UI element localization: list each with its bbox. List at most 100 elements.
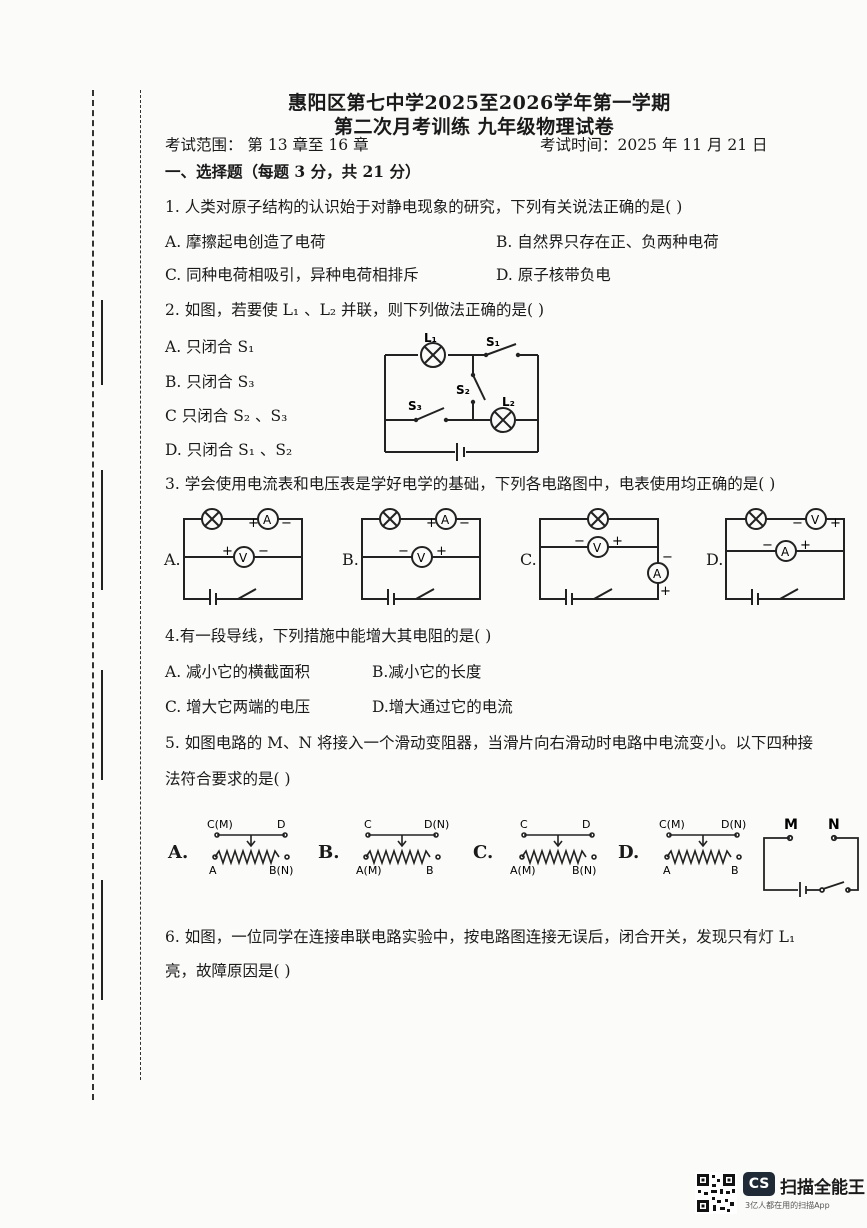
q4-option-d: D.增大通过它的电流: [372, 698, 513, 716]
ammeter-icon: A: [263, 513, 272, 527]
terminal-label: A: [209, 864, 217, 877]
q2-label-l2: L₂: [502, 395, 515, 409]
q5-label-a: A.: [168, 842, 189, 863]
terminal-label: B: [731, 864, 739, 877]
q6-stem-line2: 亮，故障原因是( ): [165, 962, 291, 980]
terminal-label: C(M): [207, 818, 233, 831]
minus-sign: −: [762, 538, 773, 553]
qr-code-icon: [695, 1172, 737, 1214]
page-title: 惠阳区第七中学2025至2026学年第一学期: [288, 92, 671, 114]
q2-label-s3: S₃: [408, 399, 422, 413]
q5-label-c: C.: [473, 842, 494, 863]
binding-margin-right: [140, 90, 141, 1080]
binding-mark: [101, 470, 103, 590]
q2-stem: 2. 如图，若要使 L₁ 、L₂ 并联，则下列做法正确的是( ): [165, 301, 545, 319]
minus-sign: −: [792, 516, 803, 531]
binding-margin-left: [92, 90, 94, 1100]
binding-mark: [101, 670, 103, 780]
q2-option-b: B. 只闭合 S₃: [165, 373, 255, 391]
q5-stem-line1: 5. 如图电路的 M、N 将接入一个滑动变阻器，当滑片向右滑动时电路中电流变小。…: [165, 734, 814, 752]
q2-option-c: C 只闭合 S₂ 、S₃: [165, 407, 288, 425]
q1-option-d: D. 原子核带负电: [496, 266, 611, 284]
voltmeter-icon: V: [593, 541, 602, 555]
q3-circuit-b: A V + − − +: [361, 508, 481, 605]
q6-stem-line1: 6. 如图，一位同学在连接串联电路实验中，按电路图连接无误后，闭合开关，发现只有…: [165, 928, 796, 946]
minus-sign: −: [281, 516, 292, 531]
q1-option-a: A. 摩擦起电创造了电荷: [165, 233, 326, 251]
q5-label-d: D.: [618, 842, 640, 863]
voltmeter-icon: V: [811, 513, 820, 527]
plus-sign: +: [436, 544, 447, 559]
binding-mark: [101, 300, 103, 385]
terminal-label: C: [364, 818, 372, 831]
q4-option-a: A. 减小它的横截面积: [165, 663, 311, 681]
ammeter-icon: A: [781, 545, 790, 559]
terminal-label: A: [663, 864, 671, 877]
q5-rheostat-d: C(M) D(N) A B: [659, 818, 746, 877]
plus-sign: +: [800, 538, 811, 553]
q3-circuit-c: V A − + − +: [539, 508, 673, 605]
minus-sign: −: [398, 544, 409, 559]
q2-option-d: D. 只闭合 S₁ 、S₂: [165, 441, 293, 459]
minus-sign: −: [258, 544, 269, 559]
q1-option-b: B. 自然界只存在正、负两种电荷: [496, 233, 719, 251]
q5-rheostat-a: C(M) D A B(N): [207, 818, 293, 877]
q3-circuit-a: A V + − + −: [183, 508, 303, 605]
q3-stem: 3. 学会使用电流表和电压表是学好电学的基础，下列各电路图中，电表使用均正确的是…: [165, 475, 776, 493]
q3-label-a: A.: [164, 550, 181, 569]
q4-option-c: C. 增大它两端的电压: [165, 698, 311, 716]
q2-label-s2: S₂: [456, 383, 470, 397]
q5-label-b: B.: [318, 842, 340, 863]
exam-time: 考试时间：2025 年 11 月 21 日: [540, 136, 768, 154]
q2-option-a: A. 只闭合 S₁: [165, 338, 255, 356]
terminal-label: D: [582, 818, 590, 831]
voltmeter-icon: V: [239, 551, 248, 565]
minus-sign: −: [459, 516, 470, 531]
terminal-label: D(N): [721, 818, 746, 831]
terminal-label: D(N): [424, 818, 449, 831]
ammeter-icon: A: [441, 513, 450, 527]
camscanner-logo-icon: CS: [743, 1172, 775, 1196]
plus-sign: +: [612, 534, 623, 549]
q5-circuit-mn: M N: [763, 817, 859, 897]
q3-label-b: B.: [342, 550, 359, 569]
plus-sign: +: [248, 516, 259, 531]
minus-sign: −: [662, 550, 673, 565]
brand-tagline: 3亿人都在用的扫描App: [745, 1201, 830, 1210]
page-subtitle: 第二次月考训练 九年级物理试卷: [334, 116, 615, 138]
minus-sign: −: [574, 534, 585, 549]
binding-mark: [101, 880, 103, 1000]
terminal-label: D: [277, 818, 285, 831]
terminal-label: B(N): [269, 864, 293, 877]
q3-circuit-d: V A − + − +: [725, 508, 845, 605]
terminal-label: A(M): [510, 864, 536, 877]
q1-option-c: C. 同种电荷相吸引，异种电荷相排斥: [165, 266, 419, 284]
terminal-n-label: N: [828, 817, 840, 833]
q3-label-c: C.: [520, 550, 537, 569]
plus-sign: +: [222, 544, 233, 559]
voltmeter-icon: V: [417, 551, 426, 565]
q2-circuit-diagram: L₁ S₁ S₂ S₃ L₂: [384, 331, 539, 461]
terminal-label: B(N): [572, 864, 596, 877]
plus-sign: +: [426, 516, 437, 531]
q2-label-l1: L₁: [424, 331, 437, 345]
terminal-label: B: [426, 864, 434, 877]
q5-rheostat-b: C D(N) A(M) B: [356, 818, 449, 877]
plus-sign: +: [830, 516, 841, 531]
brand-name: 扫描全能王: [780, 1178, 865, 1198]
q5-rheostat-c: C D A(M) B(N): [510, 818, 597, 877]
exam-scope: 考试范围： 第 13 章至 16 章: [165, 136, 369, 154]
section-heading: 一、选择题（每题 3 分，共 21 分）: [165, 162, 421, 181]
terminal-label: A(M): [356, 864, 382, 877]
terminal-label: C: [520, 818, 528, 831]
q3-label-d: D.: [706, 550, 724, 569]
q4-option-b: B.减小它的长度: [372, 663, 482, 681]
q1-stem: 1. 人类对原子结构的认识始于对静电现象的研究，下列有关说法正确的是( ): [165, 198, 683, 216]
terminal-m-label: M: [784, 817, 798, 833]
q4-stem: 4.有一段导线，下列措施中能增大其电阻的是( ): [165, 627, 492, 645]
plus-sign: +: [660, 584, 671, 599]
terminal-label: C(M): [659, 818, 685, 831]
ammeter-icon: A: [653, 567, 662, 581]
q5-stem-line2: 法符合要求的是( ): [165, 770, 291, 788]
q2-label-s1: S₁: [486, 335, 500, 349]
